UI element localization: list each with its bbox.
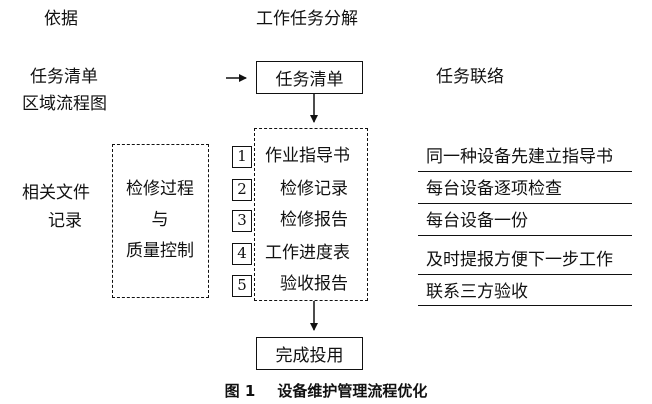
note-underline [418,171,632,172]
item-label: 验收报告 [280,274,348,294]
note-underline [418,305,632,306]
item-label: 检修报告 [280,210,348,230]
process-line-2: 与 [151,210,169,230]
note-underline [418,235,632,236]
figure-caption: 图 1 设备维护管理流程优化 [0,380,652,401]
left-task-list: 任务清单 [30,67,98,87]
process-box: 检修过程 与 质量控制 [112,144,209,298]
figure-number: 图 1 [224,382,256,400]
item-note: 及时提报方便下一步工作 [426,250,613,270]
header-breakdown: 工作任务分解 [256,9,358,29]
items-box [254,128,368,301]
left-flowchart: 区域流程图 [22,94,107,114]
process-line-3: 质量控制 [126,241,194,261]
note-underline [418,203,632,204]
item-note: 联系三方验收 [426,282,528,302]
left-records: 记录 [48,211,82,231]
task-list-box: 任务清单 [256,61,363,94]
contact-label: 任务联络 [436,67,504,87]
item-label: 工作进度表 [265,243,350,263]
note-underline [418,274,632,275]
figure-title: 设备维护管理流程优化 [277,382,428,400]
item-number: 3 [232,210,252,232]
item-note: 每台设备一份 [426,211,528,231]
item-note: 同一种设备先建立指导书 [426,147,613,167]
complete-box-label: 完成投用 [275,346,344,366]
item-label: 作业指导书 [265,146,350,166]
item-number: 4 [232,243,252,265]
item-note: 每台设备逐项检查 [426,179,562,199]
complete-box: 完成投用 [256,337,363,370]
item-label: 检修记录 [280,179,348,199]
task-list-box-label: 任务清单 [275,70,344,90]
header-basis: 依据 [44,9,78,29]
left-related-files: 相关文件 [22,183,90,203]
process-line-1: 检修过程 [126,179,194,199]
item-number: 5 [232,275,252,297]
item-number: 1 [232,146,252,168]
item-number: 2 [232,179,252,201]
